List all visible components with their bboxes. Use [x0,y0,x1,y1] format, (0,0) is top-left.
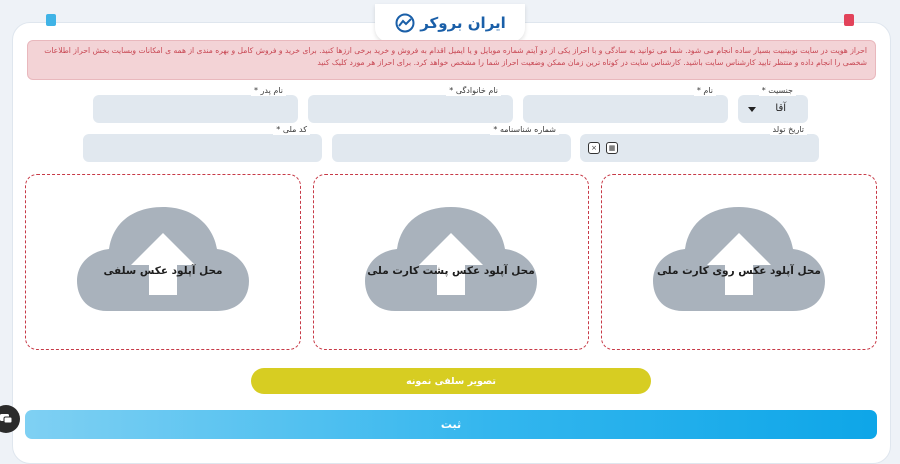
birth-date-field[interactable]: تاریخ تولد × ▦ [580,124,819,162]
gender-label: جنسیت * [758,85,796,96]
father-name-field[interactable]: نام پدر * [93,85,298,123]
verification-alert: احراز هویت در سایت نوبیتبیت بسیار ساده ا… [27,40,876,80]
id-number-field[interactable]: شماره شناسنامه * [332,124,571,162]
gender-value: آقا [775,103,786,114]
calendar-icon[interactable]: ▦ [606,142,618,154]
last-name-field[interactable]: نام خانوادگی * [308,85,513,123]
upload-selfie[interactable]: محل آپلود عکس سلفی [25,174,301,350]
chat-icon [0,414,13,424]
chevron-down-icon [748,107,756,112]
logo-text: ایران بروکر [420,14,506,32]
upload-id-back[interactable]: محل آپلود عکس پشت کارت ملی [313,174,589,350]
first-name-label: نام * [693,85,716,96]
submit-button[interactable]: ثبت [25,410,877,439]
cloud-upload-icon [365,207,537,311]
last-name-label: نام خانوادگی * [446,85,501,96]
sample-selfie-button[interactable]: تصویر سلفی نمونه [251,368,651,394]
first-name-field[interactable]: نام * [523,85,728,123]
birth-date-label: تاریخ تولد [769,124,807,135]
logo[interactable]: ایران بروکر [375,4,525,42]
clear-icon[interactable]: × [588,142,600,154]
upload-id-back-label: محل آپلود عکس پشت کارت ملی [367,265,535,277]
cloud-upload-icon [77,207,249,311]
id-number-label: شماره شناسنامه * [490,124,559,135]
upload-selfie-label: محل آپلود عکس سلفی [103,265,223,277]
gender-select[interactable]: جنسیت * آقا [738,85,808,123]
corner-accent-blue [46,14,56,26]
corner-accent-red [844,14,854,26]
national-code-label: کد ملی * [273,124,310,135]
national-code-field[interactable]: کد ملی * [83,124,322,162]
upload-id-front[interactable]: محل آپلود عکس روی کارت ملی [601,174,877,350]
upload-id-front-label: محل آپلود عکس روی کارت ملی [657,265,821,277]
father-name-label: نام پدر * [251,85,286,96]
chat-button[interactable] [0,405,20,433]
cloud-upload-icon [653,207,825,311]
chart-trend-icon [395,13,415,33]
